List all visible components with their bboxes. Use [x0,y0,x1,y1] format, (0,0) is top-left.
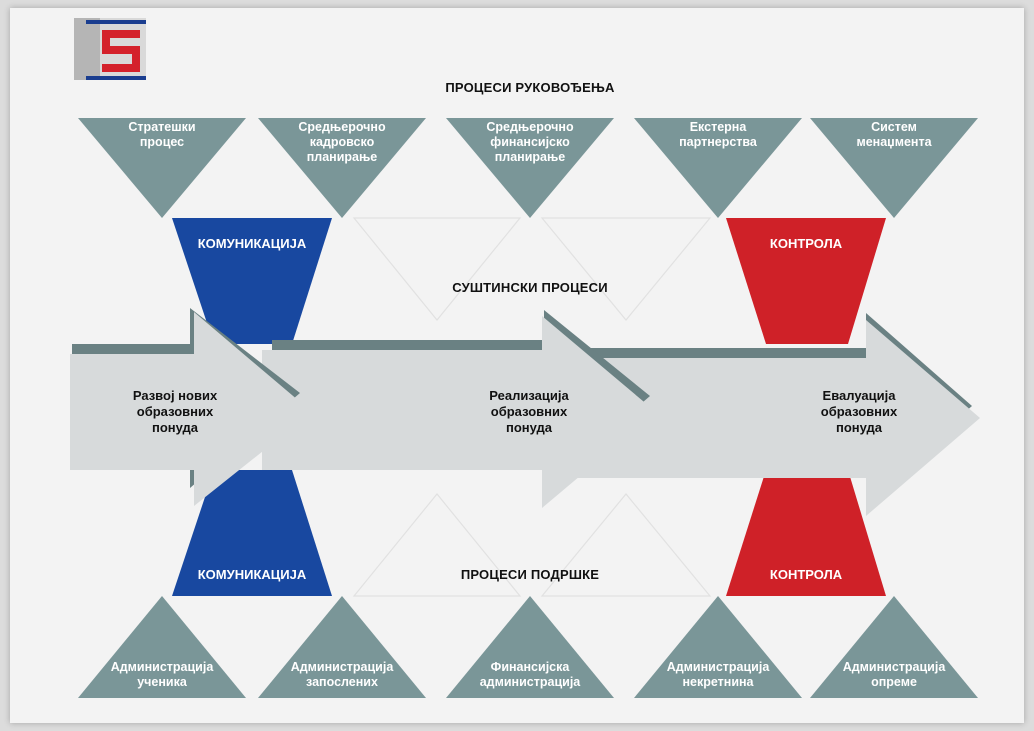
management-label-external-partnerships: Екстерна партнерства [679,120,757,149]
heading-core-processes: СУШТИНСКИ ПРОЦЕСИ [452,280,608,295]
support-triangle [634,596,802,698]
arrow-evaluation [572,320,980,516]
diagram-slide: ПРОЦЕСИ РУКОВОЂЕЊА СУШТИНСКИ ПРОЦЕСИ ПРО… [10,8,1024,723]
communication-band-top [172,218,332,344]
control-label-top: КОНТРОЛА [769,236,843,251]
core-process-arrows [70,308,980,516]
control-label-bottom: КОНТРОЛА [769,567,843,582]
core-label-realization: Реализација образовних понуда [489,388,569,435]
support-label-equipment: Администрација опреме [842,660,946,689]
control-band-top [726,218,886,344]
management-label-financial-planning: Средњерочно финансијско планирање [486,120,574,164]
arrow-realization [262,316,656,508]
school-logo [74,18,146,80]
management-triangle [810,118,978,218]
management-triangle [634,118,802,218]
support-label-real-estate: Администрација некретнина [666,660,770,689]
support-label-finance: Финансијска администрација [479,660,581,689]
communication-label-bottom: КОМУНИКАЦИЈА [197,567,307,582]
support-label-employees: Администрација запослених [290,660,394,689]
support-label-students: Администрација ученика [110,660,214,689]
heading-support-processes: ПРОЦЕСИ ПОДРШКЕ [460,567,600,582]
support-triangle [258,596,426,698]
management-triangles [78,118,978,218]
support-triangle [446,596,614,698]
support-triangle [810,596,978,698]
support-triangles [78,596,978,698]
management-triangle [78,118,246,218]
management-label-strategic: Стратешки процес [128,120,196,149]
arrow-development [70,312,312,506]
management-label-staff-planning: Средњерочно кадровско планирање [298,120,386,164]
process-diagram [70,18,980,698]
communication-label-top: КОМУНИКАЦИЈА [197,236,307,251]
management-triangle [446,118,614,218]
background-outline-triangles [352,217,712,597]
communication-band-bottom [172,470,332,596]
core-label-development: Развој нових образовних понуда [132,388,218,435]
heading-management-processes: ПРОЦЕСИ РУКОВОЂЕЊА [445,80,615,95]
management-triangle [258,118,426,218]
control-band-bottom [726,470,886,596]
core-label-evaluation: Евалуација образовних понуда [820,388,898,435]
management-label-management-system: Систем менаџмента [856,120,932,149]
support-triangle [78,596,246,698]
